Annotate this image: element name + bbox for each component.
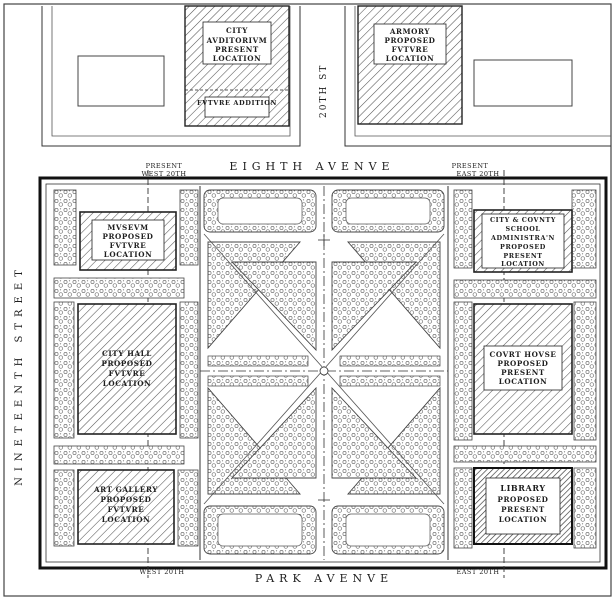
auditorium-label-1: CITY (226, 26, 248, 35)
school-label-1: CITY & COVNTY (490, 216, 556, 224)
auditorium-label-3: PRESENT (215, 45, 259, 54)
west-20th-bottom: WEST 20TH (139, 568, 184, 576)
school-label-6: LOCATION (501, 260, 545, 268)
school-label-4: PROPOSED (500, 243, 546, 251)
nineteenth-street-label: NINETEENTH STREET (14, 264, 25, 486)
top-right-block (344, 6, 611, 147)
court-house-building: COVRT HOVSE PROPOSED PRESENT LOCATION (473, 303, 573, 435)
east-20th-bottom: EAST 20TH (456, 568, 499, 576)
auditorium-label-4: LOCATION (213, 54, 262, 63)
museum-label-3: FVTVRE (110, 241, 147, 250)
west-20th-top: WEST 20TH (141, 170, 186, 178)
east-20th-top: EAST 20TH (456, 170, 499, 178)
top-left-block (41, 6, 301, 147)
right-gardens (453, 189, 597, 549)
park-avenue-label: PARK AVENVE (255, 572, 393, 585)
armory-label-3: FVTVRE (392, 45, 429, 54)
city-hall-label-1: CITY HALL (102, 349, 152, 358)
addition-text: FVTVRE ADDITION (197, 99, 277, 107)
museum-label-1: MVSEVM (107, 223, 148, 232)
armory-label-4: LOCATION (386, 54, 435, 63)
armory-label-1: ARMORY (389, 27, 431, 36)
museum-building: MVSEVM PROPOSED FVTVRE LOCATION (79, 211, 177, 271)
court-house-label-4: LOCATION (499, 377, 548, 386)
armory-building: ARMORY PROPOSED FVTVRE LOCATION (357, 5, 463, 125)
library-label-2: PROPOSED (497, 495, 548, 504)
present-east-top: PRESENT (452, 162, 489, 170)
city-hall-label-4: LOCATION (103, 379, 152, 388)
auditorium-label-2: AVDITORIVM (206, 36, 268, 45)
auditorium-addition-label: FVTVRE ADDITION (197, 99, 277, 107)
present-west-top: PRESENT (146, 162, 183, 170)
art-gallery-label-3: FVTVRE (108, 505, 145, 514)
museum-label-2: PROPOSED (102, 232, 153, 241)
court-house-label-1: COVRT HOVSE (490, 350, 557, 359)
city-auditorium-building: CITY AVDITORIVM PRESENT LOCATION FVTVRE … (184, 5, 290, 127)
armory-label-2: PROPOSED (384, 36, 435, 45)
court-house-label-3: PRESENT (501, 368, 545, 377)
school-label-3: ADMINISTRA'N (490, 234, 555, 242)
frame (3, 3, 612, 597)
art-gallery-label-2: PROPOSED (100, 495, 151, 504)
central-garden (200, 186, 448, 560)
left-gardens (53, 189, 199, 547)
art-gallery-label-1: ART GALLERY (93, 485, 158, 494)
city-hall-label-2: PROPOSED (101, 359, 152, 368)
art-gallery-building: ART GALLERY PROPOSED FVTVRE LOCATION (77, 469, 175, 545)
library-building: LIBRARY PROPOSED PRESENT LOCATION (473, 467, 573, 545)
eighth-avenue-label: EIGHTH AVENVE (229, 160, 394, 173)
school-label-2: SCHOOL (506, 225, 541, 233)
city-hall-building: CITY HALL PROPOSED FVTVRE LOCATION (77, 303, 177, 435)
twentieth-street-label: 20TH ST (319, 64, 329, 118)
school-label-5: PRESENT (503, 252, 542, 260)
museum-label-4: LOCATION (104, 250, 153, 259)
court-house-label-2: PROPOSED (497, 359, 548, 368)
city-hall-label-3: FVTVRE (109, 369, 146, 378)
art-gallery-label-4: LOCATION (102, 515, 151, 524)
school-administration-building: CITY & COVNTY SCHOOL ADMINISTRA'N PROPOS… (473, 209, 573, 273)
library-label-3: PRESENT (501, 505, 545, 514)
library-label-1: LIBRARY (500, 483, 545, 493)
library-label-4: LOCATION (499, 515, 548, 524)
